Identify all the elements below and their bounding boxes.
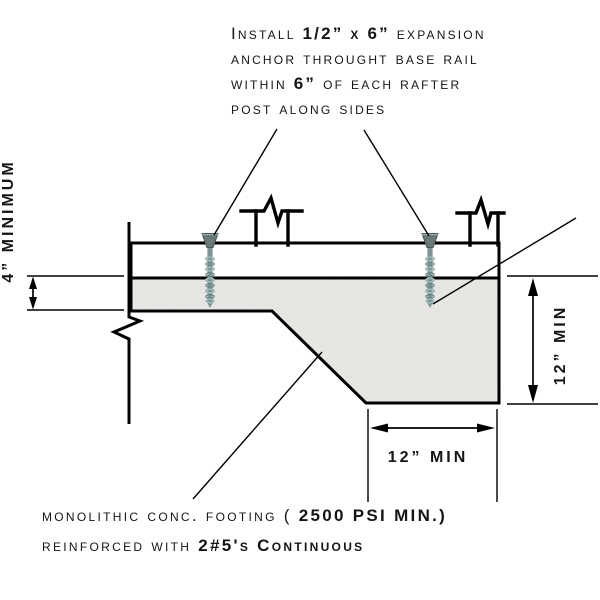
screw-head [201, 233, 219, 248]
wall-break-line [110, 222, 145, 424]
footing-note-text: monolithic conc. footing ( [42, 506, 299, 525]
post-break-symbol-right [455, 194, 506, 247]
dimension-12in-bottom [367, 409, 498, 502]
note-line-1: Install 1/2” x 6” expansion [231, 21, 486, 46]
install-anchor-note: Install 1/2” x 6” expansion anchor throu… [231, 21, 486, 121]
anchor-screw-left-icon [201, 233, 219, 308]
screw-tip [427, 303, 433, 308]
screw-threads [424, 256, 436, 304]
note-text: of each rafter [316, 74, 462, 93]
concrete-texture [131, 278, 499, 403]
note-text: expansion [389, 24, 486, 43]
leader-line-anchor-embedment [432, 217, 577, 305]
note-text: within [231, 74, 294, 93]
dim-label-12in-right: 12” MIN [552, 304, 569, 386]
dimension-12in-right [507, 275, 598, 405]
footing-note-text: reinforced with [42, 536, 199, 555]
note-text: Install [231, 24, 303, 43]
screw-shank [427, 246, 433, 303]
note-line-3: within 6” of each rafter [231, 71, 486, 96]
screw-tip [207, 303, 213, 308]
leader-line-footing-note [192, 351, 323, 500]
offset-size-text: 6” [293, 74, 317, 93]
footing-note-line-1: monolithic conc. footing ( 2500 PSI MIN.… [42, 501, 447, 531]
psi-spec-text: 2500 PSI MIN.) [298, 506, 448, 525]
dim-label-12in-bottom: 12” MIN [387, 449, 469, 466]
screw-head [421, 233, 439, 248]
rebar-spec-text: 2#5's Continuous [198, 536, 365, 555]
leader-line-anchor-right [363, 129, 430, 237]
screw-threads [204, 256, 216, 304]
note-line-4: post along sides [231, 99, 387, 118]
base-rail [129, 241, 501, 280]
footing-note-line-2: reinforced with 2#5's Continuous [42, 531, 447, 561]
anchor-size-text: 1/2” x 6” [302, 24, 390, 43]
dimension-4in-left [27, 275, 124, 311]
screw-shank [207, 246, 213, 303]
dim-label-4in-minimum: 4” MINIMUM [0, 159, 17, 283]
post-break-symbol-left [239, 193, 304, 247]
anchor-screw-right-icon [421, 233, 439, 308]
leader-line-anchor-left [213, 128, 278, 236]
footing-note: monolithic conc. footing ( 2500 PSI MIN.… [42, 501, 447, 561]
concrete-footing [129, 276, 501, 405]
note-line-2: anchor throught base rail [231, 49, 479, 68]
